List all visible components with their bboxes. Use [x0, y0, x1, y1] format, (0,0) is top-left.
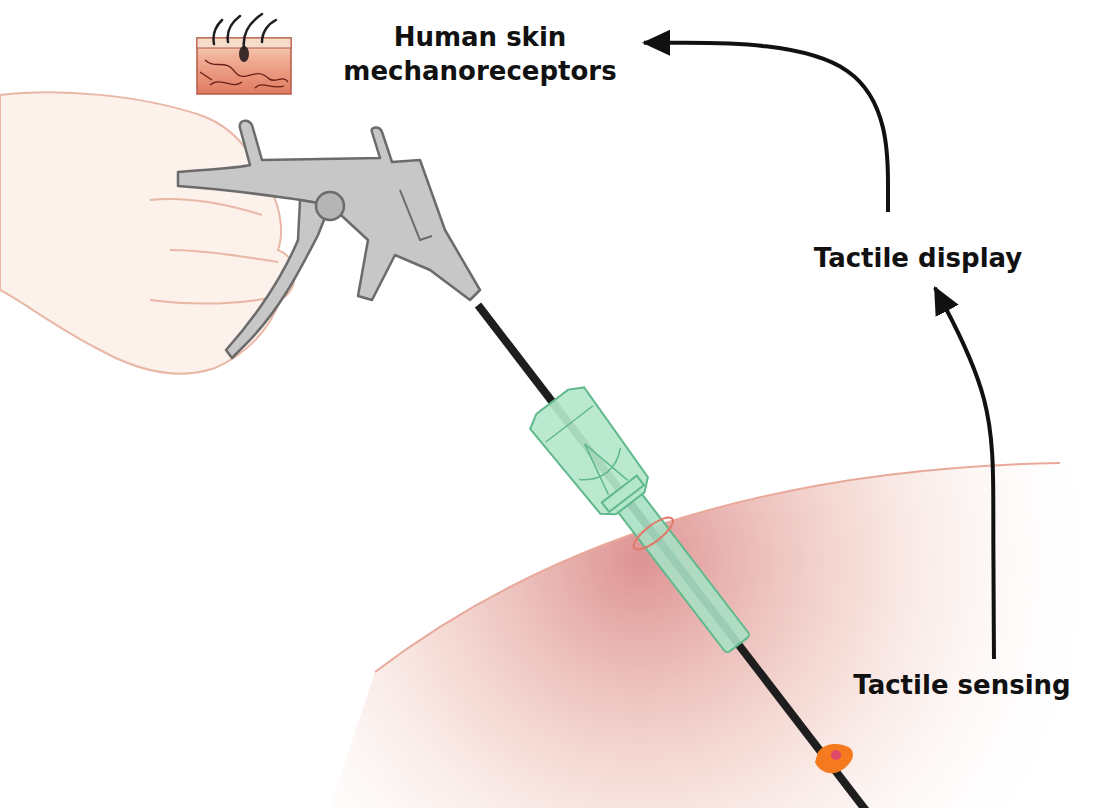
- body-outline: [375, 463, 1060, 672]
- curved-arrow: [644, 43, 888, 212]
- shaft: [475, 303, 901, 808]
- skin-icon: [197, 14, 291, 94]
- text-label: Tactile sensing: [849, 667, 1074, 705]
- tissue-sample: [815, 744, 853, 773]
- handle-body: [178, 121, 480, 300]
- body-surface: [330, 463, 1102, 808]
- tissue-contact: [831, 750, 841, 760]
- trocar-housing: [525, 381, 657, 524]
- handle-grip: [226, 200, 330, 358]
- instrument: [451, 284, 941, 808]
- label-text: Tactile sensing: [853, 669, 1070, 703]
- text-label: Tactile display: [810, 240, 1027, 278]
- text-label: Human skin mechanoreceptors: [330, 19, 630, 91]
- label-text: Human skin mechanoreceptors: [334, 21, 626, 89]
- handle-pivot: [316, 192, 344, 220]
- trocar-collar: [602, 476, 644, 512]
- handle-slot: [400, 190, 432, 240]
- incision-ring: [629, 513, 677, 555]
- cannula-tube: [611, 485, 750, 654]
- finger-lines: [150, 199, 278, 304]
- label-text: Tactile display: [814, 242, 1023, 276]
- curved-arrow: [935, 288, 994, 659]
